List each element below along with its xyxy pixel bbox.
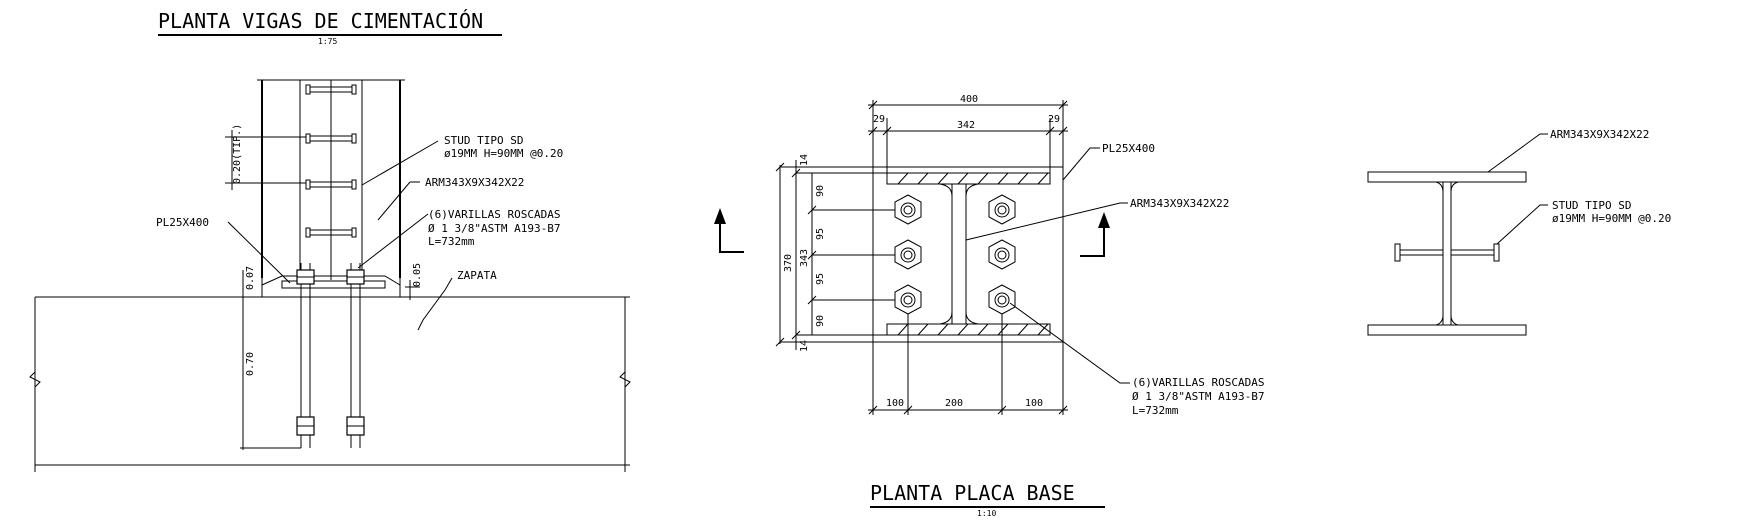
anchor-rod-left xyxy=(296,263,315,448)
dim-spacing-text: 0.20(TIP.) xyxy=(232,124,243,184)
center-bottom-extension-lines xyxy=(872,314,1064,415)
dim-plate-text: 0.07 xyxy=(245,266,256,290)
stud-label-line2: ø19MM H=90MM @0.20 xyxy=(444,147,563,160)
dim-ticks-left xyxy=(775,162,817,347)
bolt xyxy=(988,194,1016,225)
center-top-extension-lines xyxy=(872,100,1064,173)
leader-right-stud xyxy=(1496,204,1548,245)
stud-label-line1: STUD TIPO SD xyxy=(444,134,523,147)
right-stud-label-line1: STUD TIPO SD xyxy=(1552,199,1631,212)
rods-label-line1: (6)VARILLAS ROSCADAS xyxy=(428,208,560,221)
dim-bot-text: 14 xyxy=(799,340,810,352)
dim-row1-text: 90 xyxy=(815,185,826,197)
left-title: PLANTA VIGAS DE CIMENTACIÓN xyxy=(158,9,483,33)
bolts-group xyxy=(894,194,1016,315)
center-top-flange xyxy=(886,172,1051,185)
leader-center-rods xyxy=(1009,302,1130,384)
dim-row4-text: 90 xyxy=(815,315,826,327)
leader-footing xyxy=(417,277,453,331)
dim-row2-text: 95 xyxy=(815,228,826,240)
bolt xyxy=(988,284,1016,315)
left-elevation-view: 0.20(TIP.) 0.07 0.05 xyxy=(29,79,631,472)
bolt xyxy=(894,239,922,270)
dim-total-w-text: 400 xyxy=(960,94,978,105)
dim-grout-text: 0.05 xyxy=(412,263,423,287)
section-arrow-left xyxy=(714,208,744,253)
center-web xyxy=(951,184,967,324)
leader-center-plate xyxy=(1062,147,1100,181)
footing-break-left xyxy=(29,371,41,388)
right-beam-label: ARM343X9X342X22 xyxy=(1550,128,1649,141)
studs-group xyxy=(305,84,357,238)
dim-embed-text: 0.70 xyxy=(245,352,256,376)
dim-inner-w-text: 342 xyxy=(957,120,975,131)
leader-rods xyxy=(357,213,429,269)
right-section-view: ARM343X9X342X22 STUD TIPO SD ø19MM H=90M… xyxy=(1367,128,1671,336)
leader-center-beam xyxy=(965,202,1128,241)
stud xyxy=(305,84,357,95)
bolt xyxy=(894,284,922,315)
leader-right-beam xyxy=(1487,133,1548,173)
bolt xyxy=(894,194,922,225)
stud xyxy=(305,179,357,190)
section-arrow-right xyxy=(1080,212,1110,257)
dim-ticks-top xyxy=(868,100,1068,136)
right-top-flange xyxy=(1367,171,1527,183)
flange-hatching xyxy=(897,172,1049,336)
bolt xyxy=(988,239,1016,270)
center-plan-view: 370 343 14 14 90 95 95 90 400 29 342 29 … xyxy=(714,94,1264,417)
right-bottom-flange xyxy=(1367,324,1527,336)
footing-break-right xyxy=(619,371,631,388)
leader-stud xyxy=(361,140,439,186)
right-stud-label-line2: ø19MM H=90MM @0.20 xyxy=(1552,212,1671,225)
dim-edge-l-text: 29 xyxy=(873,114,885,125)
dim-inner-h-text: 343 xyxy=(799,249,810,267)
leader-beam xyxy=(377,181,411,221)
base-plate xyxy=(281,280,386,289)
right-web xyxy=(1442,182,1452,325)
dim-b1-text: 100 xyxy=(886,398,904,409)
dim-b3-text: 100 xyxy=(1025,398,1043,409)
footing-label: ZAPATA xyxy=(457,269,497,282)
dim-top-text: 14 xyxy=(799,154,810,166)
center-beam-label: ARM343X9X342X22 xyxy=(1130,197,1229,210)
center-bottom-flange xyxy=(886,323,1051,336)
column-base-lines xyxy=(261,278,401,297)
rods-label-line2: Ø 1 3/8"ASTM A193-B7 xyxy=(428,222,560,235)
beam-label: ARM343X9X342X22 xyxy=(425,176,524,189)
web-fillets xyxy=(939,183,979,325)
stud xyxy=(305,133,357,144)
rods-label-line3: L=732mm xyxy=(428,235,475,248)
dim-ticks-bottom xyxy=(868,405,1068,415)
center-rods-label-line3: L=732mm xyxy=(1132,404,1179,417)
center-title-scale: 1:10 xyxy=(977,509,996,518)
right-web-fillets xyxy=(1435,181,1459,326)
dim-b2-text: 200 xyxy=(945,398,963,409)
stud xyxy=(305,227,357,238)
dim-row3-text: 95 xyxy=(815,273,826,285)
center-rods-label-line2: Ø 1 3/8"ASTM A193-B7 xyxy=(1132,390,1264,403)
left-title-scale: 1:75 xyxy=(318,37,337,46)
leader-plate xyxy=(227,221,291,284)
center-left-extension-lines xyxy=(780,166,895,343)
dim-edge-r-text: 29 xyxy=(1048,114,1060,125)
dim-total-h-text: 370 xyxy=(783,254,794,272)
grout-bevel xyxy=(261,275,401,286)
center-plate-label: PL25X400 xyxy=(1102,142,1155,155)
center-title: PLANTA PLACA BASE xyxy=(870,481,1075,505)
plate-label: PL25X400 xyxy=(156,216,209,229)
center-rods-label-line1: (6)VARILLAS ROSCADAS xyxy=(1132,376,1264,389)
anchor-rod-right xyxy=(346,263,365,448)
right-stud xyxy=(1394,243,1500,262)
